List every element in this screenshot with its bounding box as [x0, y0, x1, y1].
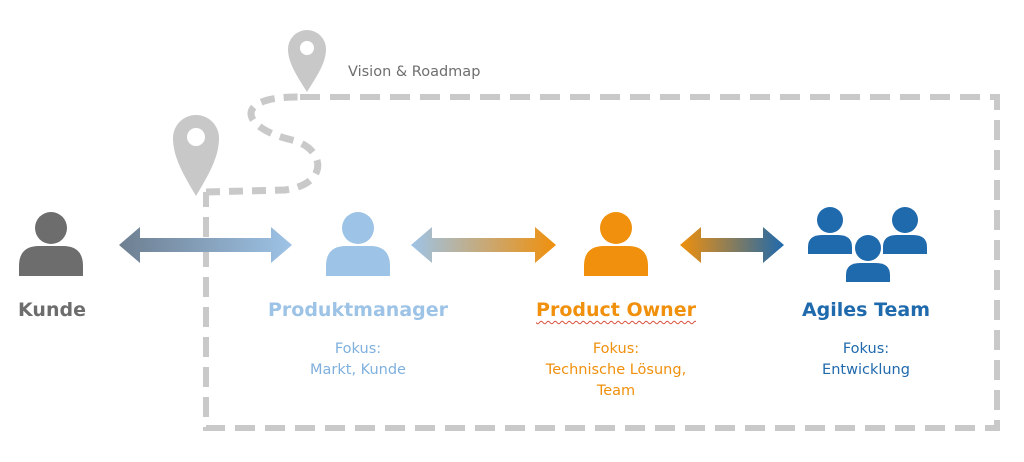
double-arrow-produktmanager-productowner	[411, 227, 556, 263]
location-pin-icon	[173, 115, 219, 196]
role-name-kunde: Kunde	[18, 299, 86, 321]
vision-roadmap-label: Vision & Roadmap	[348, 64, 481, 80]
role-name-produktmanager: Produktmanager	[267, 299, 449, 321]
focus-title: Fokus:	[334, 341, 382, 357]
focus-product-owner: Fokus: Technische Lösung, Team	[516, 339, 716, 402]
double-arrow-kunde-produktmanager	[119, 227, 292, 263]
focus-agiles-team: Fokus: Entwicklung	[776, 339, 956, 381]
double-arrow-productowner-agilesteam	[680, 227, 784, 263]
focus-produktmanager: Fokus: Markt, Kunde	[262, 339, 454, 381]
role-name-product-owner: Product Owner	[500, 299, 732, 321]
role-name-agiles-team: Agiles Team	[801, 299, 931, 321]
focus-title: Fokus:	[842, 341, 890, 357]
focus-line: Team	[596, 383, 636, 399]
focus-line: Markt, Kunde	[310, 362, 406, 378]
roadmap-path	[205, 93, 322, 196]
person-icon	[584, 212, 648, 276]
person-icon	[326, 212, 390, 276]
focus-title: Fokus:	[592, 341, 640, 357]
focus-line: Technische Lösung,	[545, 362, 687, 378]
person-icon	[19, 212, 83, 276]
focus-line: Entwicklung	[822, 362, 910, 378]
location-pin-icon	[288, 30, 326, 92]
role-name-text: Product Owner	[536, 299, 696, 321]
team-icon	[808, 207, 927, 282]
roadmap-frame	[203, 94, 1000, 431]
